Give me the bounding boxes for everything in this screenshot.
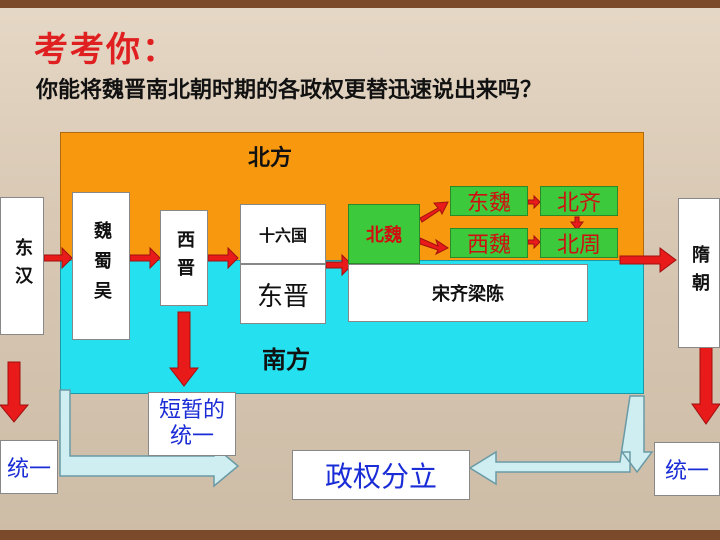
beiwei-text: 北魏 xyxy=(366,225,402,246)
dongjin-text: 东晋 xyxy=(256,281,309,312)
unify-right-text: 统一 xyxy=(664,459,709,484)
arrow-xijin-jin xyxy=(207,246,239,270)
arrow-down-right xyxy=(691,345,720,425)
weishuwu-box: 魏蜀吴 xyxy=(72,192,130,340)
arrow-down-left xyxy=(0,361,30,423)
donghan-text: 东汉 xyxy=(12,238,33,294)
division-box: 政权分立 xyxy=(292,450,470,500)
dongwei-box: 东魏 xyxy=(450,186,528,216)
slide-title: 考考你： xyxy=(34,30,178,70)
unify-left-box: 统一 xyxy=(0,440,58,494)
dongjin-box: 东晋 xyxy=(240,264,326,324)
songqiliangchen-box: 宋齐梁陈 xyxy=(348,264,588,322)
suichao-text: 隋朝 xyxy=(689,245,710,301)
arrow-donghan-weishuwu xyxy=(43,246,73,270)
beiqi-text: 北齐 xyxy=(556,191,601,216)
beiqi-box: 北齐 xyxy=(540,186,618,216)
shiliuguo-box: 十六国 xyxy=(240,204,326,264)
arrow-to-sui xyxy=(619,247,677,273)
arrow-down-xijin xyxy=(168,311,200,387)
arrow-jin-beiwei xyxy=(325,253,353,277)
arrow-beiwei-xiwei xyxy=(419,237,449,256)
suichao-box: 隋朝 xyxy=(678,198,720,348)
shiliuguo-text: 十六国 xyxy=(258,226,307,245)
unify-right-box: 统一 xyxy=(654,442,720,496)
north-label: 北方 xyxy=(248,146,293,171)
short-unify-line2: 统一 xyxy=(169,424,214,449)
arrow-weishuwu-xijin xyxy=(129,246,161,270)
dongwei-text: 东魏 xyxy=(466,191,511,216)
arrow-unify-right-to-division xyxy=(468,395,654,486)
arrow-beiqi-beizhou xyxy=(570,216,584,231)
beizhou-box: 北周 xyxy=(540,228,618,258)
bottom-border xyxy=(0,530,720,540)
arrow-dongwei-beiqi xyxy=(527,194,541,210)
division-text: 政权分立 xyxy=(324,460,437,493)
xiwei-text: 西魏 xyxy=(466,233,511,258)
xijin-text: 西晋 xyxy=(174,230,195,286)
songqiliangchen-text: 宋齐梁陈 xyxy=(432,284,504,305)
beizhou-text: 北周 xyxy=(556,233,601,258)
xiwei-box: 西魏 xyxy=(450,228,528,258)
south-label: 南方 xyxy=(262,346,310,374)
short-unify-box: 短暂的 统一 xyxy=(148,392,236,456)
beiwei-box: 北魏 xyxy=(348,204,420,264)
question-text: 你能将魏晋南北朝时期的各政权更替迅速说出来吗？ xyxy=(36,78,543,103)
xijin-box: 西晋 xyxy=(160,210,208,306)
unify-left-text: 统一 xyxy=(6,457,51,482)
short-unify-line1: 短暂的 xyxy=(158,398,225,423)
donghan-box: 东汉 xyxy=(0,197,44,335)
top-border xyxy=(0,0,720,8)
arrow-beiwei-dongwei xyxy=(419,201,449,223)
arrow-xiwei-beizhou xyxy=(527,234,541,250)
weishuwu-text: 魏蜀吴 xyxy=(91,221,112,311)
